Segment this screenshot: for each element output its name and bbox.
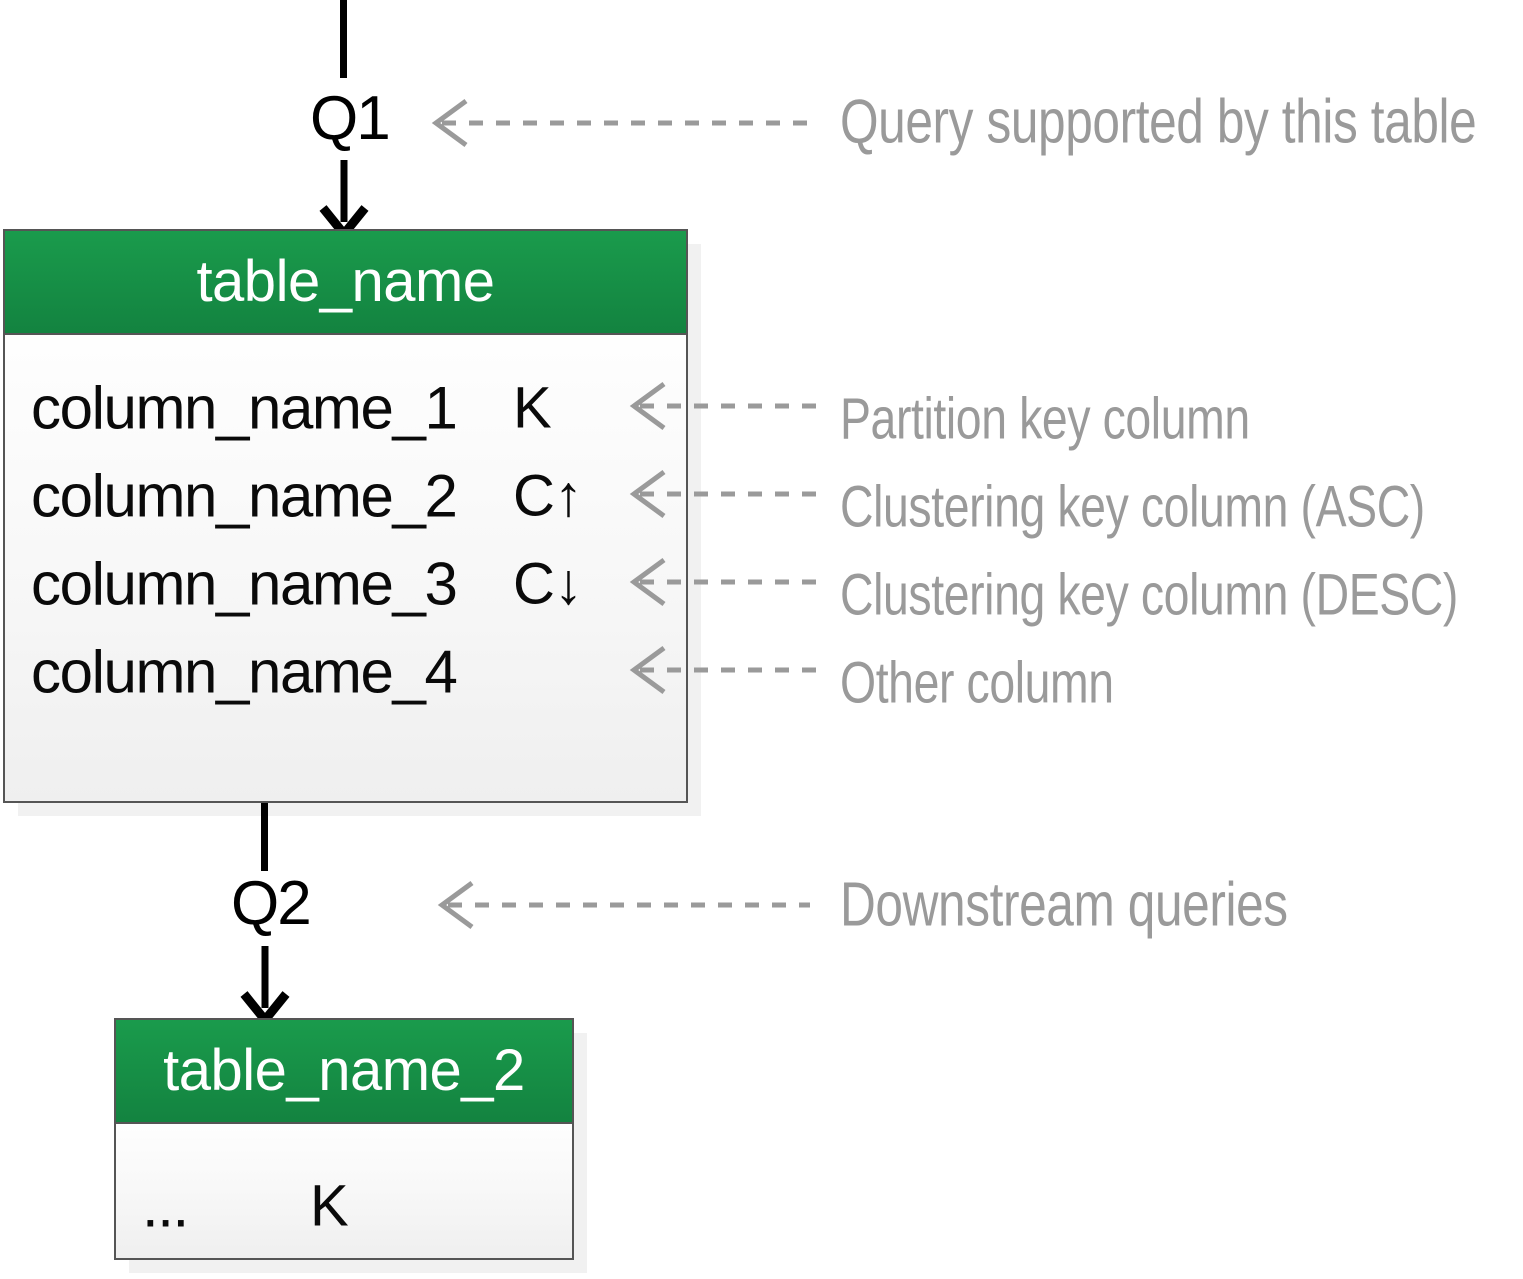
q1-incoming-line-top: [340, 0, 347, 78]
annotation-downstream-queries: Downstream queries: [840, 870, 1288, 940]
table-header-primary: table_name: [5, 231, 686, 335]
table-card-primary: table_name column_name_1 K column_name_2…: [3, 229, 688, 803]
q2-outgoing-line-top: [261, 803, 268, 871]
column-name: column_name_1: [31, 374, 458, 442]
annotation-clustering-asc: Clustering key column (ASC): [840, 474, 1425, 540]
downstream-dashed-arrow: [437, 880, 810, 930]
table-body-secondary: ... K: [116, 1124, 572, 1258]
column-key-marker: K: [513, 375, 552, 441]
other-column-dashed-arrow: [629, 645, 822, 695]
table-body-primary: column_name_1 K column_name_2 C↑ column_…: [5, 335, 686, 801]
column-name: column_name_3: [31, 550, 458, 618]
annotation-query-supported: Query supported by this table: [840, 87, 1477, 157]
table-title-2: table_name_2: [163, 1038, 525, 1103]
table-card-secondary: table_name_2 ... K: [114, 1018, 574, 1260]
column-name: column_name_4: [31, 638, 458, 706]
annotation-partition-key: Partition key column: [840, 386, 1250, 452]
column-name: ...: [142, 1172, 189, 1240]
partition-key-dashed-arrow: [629, 381, 822, 431]
clustering-desc-dashed-arrow: [629, 557, 822, 607]
annotation-other-column: Other column: [840, 650, 1114, 716]
column-name: column_name_2: [31, 462, 458, 530]
q1-label: Q1: [310, 84, 391, 153]
table-header-secondary: table_name_2: [116, 1020, 572, 1124]
column-key-marker: C↑: [513, 463, 583, 529]
table-title: table_name: [196, 249, 495, 314]
column-key-marker: K: [310, 1173, 349, 1239]
query-supported-dashed-arrow: [431, 98, 814, 148]
q1-arrow-into-table: [319, 160, 369, 242]
q2-label: Q2: [231, 869, 312, 938]
annotation-clustering-desc: Clustering key column (DESC): [840, 562, 1458, 628]
q2-arrow-into-table-2: [240, 946, 290, 1028]
column-key-marker: C↓: [513, 551, 583, 617]
clustering-asc-dashed-arrow: [629, 469, 822, 519]
